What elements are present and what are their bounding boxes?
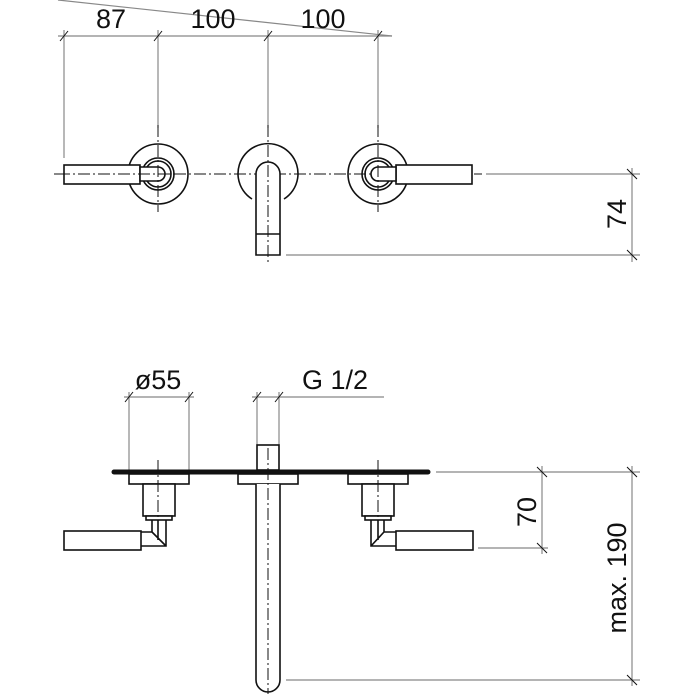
dim-diameter-55: ø55 <box>135 365 182 395</box>
dim-max-190: max. 190 <box>602 522 632 633</box>
right-valve-side <box>347 460 474 551</box>
left-valve-top <box>58 125 189 212</box>
dim-70: 70 <box>512 497 542 527</box>
side-view: ø55 G 1/2 <box>63 365 640 694</box>
dim-74: 74 <box>602 199 632 229</box>
right-valve-top <box>347 125 473 212</box>
dim-diameter-group: ø55 <box>124 365 194 470</box>
spout-side <box>237 444 299 694</box>
left-valve-side <box>63 460 190 551</box>
dim-thread-group: G 1/2 <box>252 365 384 445</box>
dim-100-right: 100 <box>300 4 345 34</box>
dim-70-group: 70 <box>436 466 548 554</box>
dim-190-group: max. 190 <box>286 466 640 686</box>
dim-100-left: 100 <box>190 4 235 34</box>
top-view: 87 100 100 <box>54 0 640 262</box>
dim-thread-g12: G 1/2 <box>302 365 368 395</box>
spout-top <box>237 125 299 262</box>
top-dimension-chain: 87 100 100 <box>57 0 393 158</box>
dim-74-group: 74 <box>286 168 640 262</box>
dim-87: 87 <box>96 4 126 34</box>
